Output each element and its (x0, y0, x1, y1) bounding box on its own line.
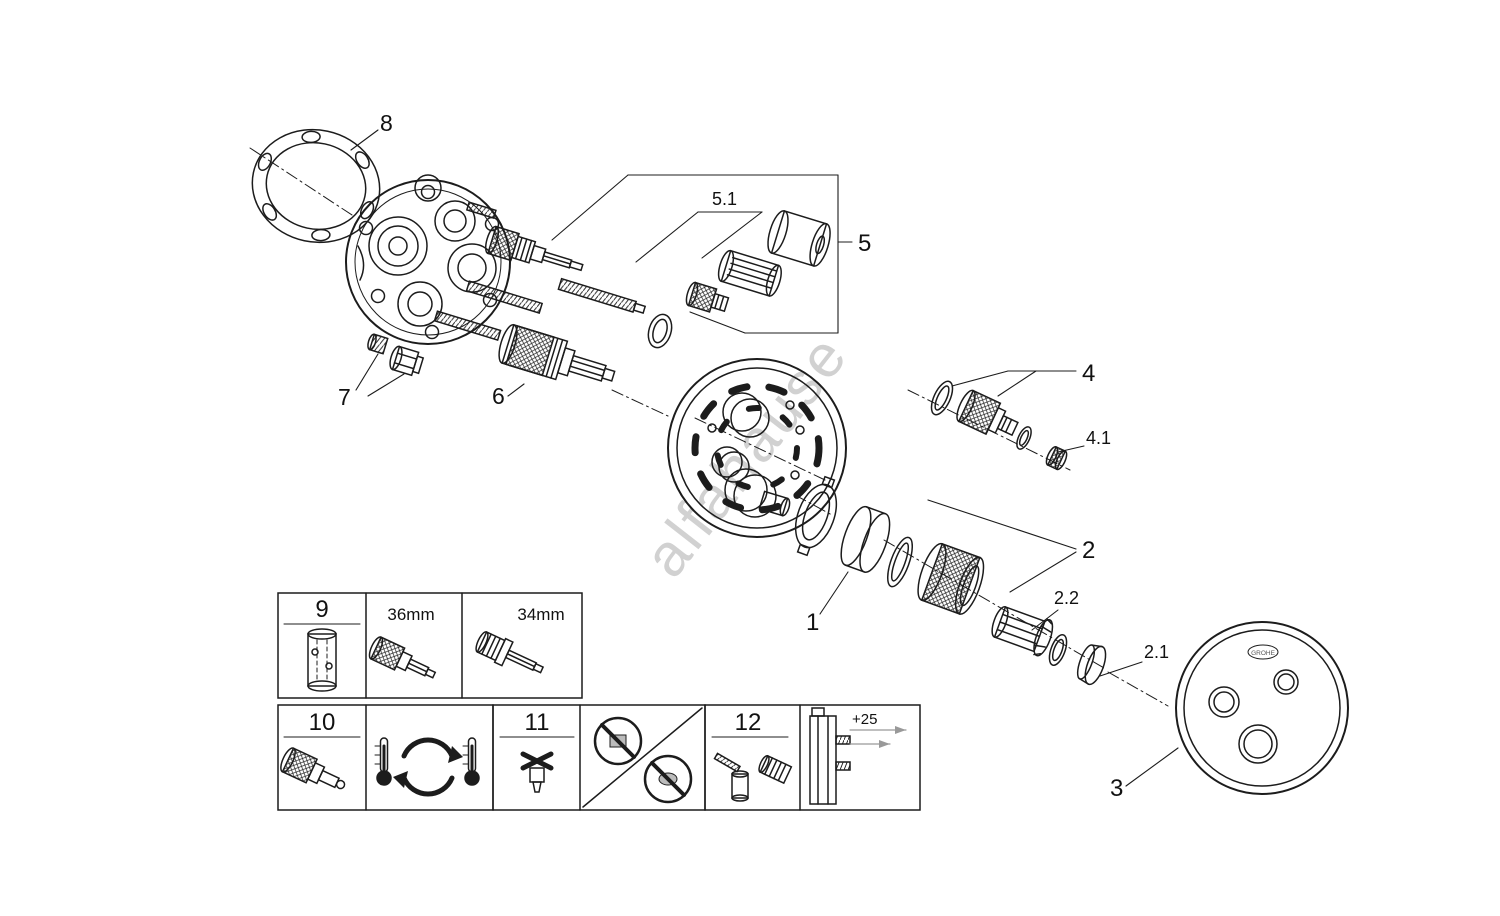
box-9-number: 9 (315, 596, 328, 623)
cartridge-34-icon (475, 631, 545, 674)
dim-34mm: 34mm (517, 605, 564, 624)
callout-4-1: 4.1 (1086, 428, 1111, 448)
ridged-cylinder-icon (758, 754, 793, 785)
prohibited-icon (643, 754, 693, 804)
thermometer-icon (374, 737, 392, 786)
spindle-knurled (498, 323, 616, 382)
valve-body (345, 174, 511, 345)
cartridge-36-icon (368, 636, 437, 679)
washer (1016, 426, 1032, 450)
callout-5-1-bracket (635, 211, 763, 263)
cartridge-body-icon (307, 628, 337, 692)
dim-plus25: +25 (852, 711, 877, 728)
axis-dashdot (794, 494, 833, 516)
screw (465, 201, 497, 219)
threaded-stud (433, 310, 502, 342)
callout-3-leader (1125, 747, 1179, 787)
cap-cylinder (767, 210, 831, 267)
axis-dashdot (611, 389, 669, 417)
callout-4: 4 (1082, 360, 1095, 387)
o-ring (647, 313, 673, 349)
threaded-rod (557, 277, 647, 315)
sleeve-ring (840, 505, 891, 573)
box-12-number: 12 (735, 709, 762, 736)
callout-7-leader (355, 353, 405, 397)
watermark: alfahause (631, 322, 861, 590)
axis-dashdot (694, 417, 826, 481)
prohibited-icon (593, 716, 643, 766)
disc-knurled (1045, 445, 1068, 471)
o-ring (1048, 634, 1068, 666)
o-ring (930, 380, 954, 416)
cylinder-icon (731, 770, 749, 802)
valve-seat-tool-icon (520, 751, 554, 793)
nut-knurled (956, 389, 1019, 437)
splined-tube (991, 606, 1054, 657)
thermometer-icon (462, 737, 480, 786)
threaded-stud (465, 280, 544, 314)
cartridge-10-icon (280, 747, 346, 790)
plug-hex (389, 345, 425, 377)
o-ring (886, 536, 914, 588)
spec-box-9 (277, 592, 583, 699)
callout-8: 8 (380, 110, 393, 136)
callout-3: 3 (1110, 775, 1123, 802)
bracket-diagram (809, 707, 851, 805)
callout-5: 5 (858, 230, 871, 257)
box-11-number: 11 (525, 709, 550, 736)
callout-5-bracket (551, 174, 853, 334)
axis-dashdot (1107, 671, 1169, 707)
dimension-arrows (849, 726, 907, 748)
callout-5-1: 5.1 (712, 189, 737, 209)
retainer-ring (794, 475, 838, 557)
callout-1-2-leaders (819, 499, 1143, 677)
callout-2-1: 2.1 (1144, 642, 1169, 662)
callout-7: 7 (338, 384, 351, 410)
callout-2-2: 2.2 (1054, 588, 1079, 608)
callout-1: 1 (806, 609, 819, 636)
callout-4-bracket (951, 370, 1085, 453)
end-cap (1076, 644, 1107, 686)
cover-plate (1175, 621, 1349, 795)
box-10-number: 10 (309, 709, 336, 736)
callout-2: 2 (1082, 537, 1095, 564)
axis-dashdot (907, 389, 1071, 471)
callout-6-leader (507, 383, 525, 397)
sleeve-fluted (717, 249, 782, 297)
axis-dashdot (883, 539, 1105, 669)
cartridge-small (484, 225, 584, 272)
adapter-knurled (685, 281, 730, 313)
gasket-ring (251, 128, 381, 244)
spec-box-12 (704, 704, 921, 811)
callout-8-leader (350, 129, 379, 151)
dim-36mm: 36mm (387, 605, 434, 624)
centerline-gasket (249, 147, 353, 216)
brand-mark: GROHE (1251, 650, 1276, 657)
mounting-plate (667, 358, 847, 538)
plug-small (367, 333, 389, 355)
pin-icon (713, 752, 742, 773)
cycle-arrows-icon (393, 737, 463, 797)
callout-6: 6 (492, 383, 505, 409)
